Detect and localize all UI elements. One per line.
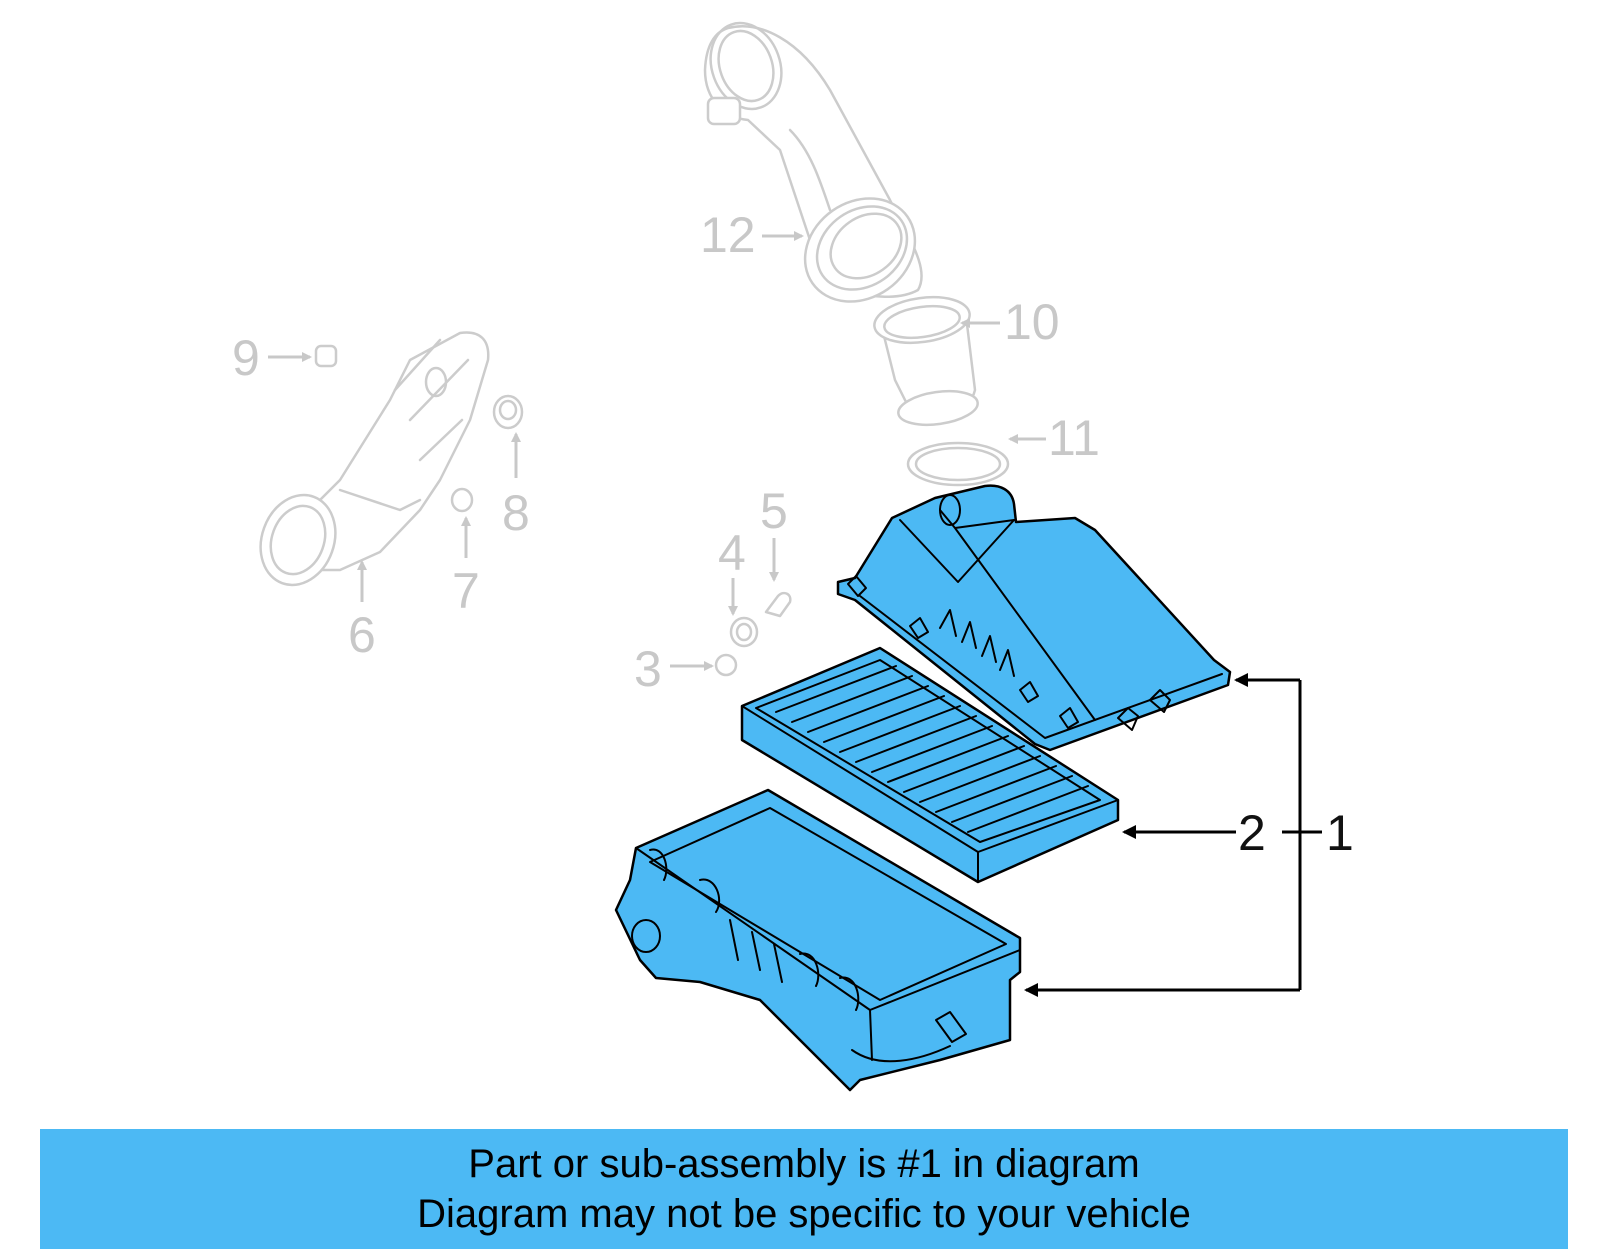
grommet-part-4 xyxy=(729,616,759,648)
disclaimer-line-1: Part or sub-assembly is #1 in diagram xyxy=(468,1142,1140,1186)
resonator-duct-part-6 xyxy=(259,331,490,587)
highlight-callouts: 2 1 xyxy=(1024,673,1354,997)
bushing-part-7 xyxy=(450,487,474,513)
label-8: 8 xyxy=(502,485,530,541)
bushing-part-3 xyxy=(714,653,738,677)
label-7: 7 xyxy=(452,563,480,619)
label-12: 12 xyxy=(700,207,756,263)
label-6: 6 xyxy=(348,607,376,663)
label-2: 2 xyxy=(1238,805,1266,861)
intake-hose-part-12 xyxy=(703,21,923,303)
air-box-cover xyxy=(836,484,1232,752)
label-10: 10 xyxy=(1004,294,1060,350)
label-11: 11 xyxy=(1048,410,1100,466)
bolt-part-5 xyxy=(764,591,792,618)
seal-ring-part-11 xyxy=(906,441,1010,487)
air-box-lower-housing xyxy=(614,788,1022,1092)
air-flow-tube-part-10 xyxy=(873,295,979,427)
ghost-callouts: 12 10 11 9 8 7 6 5 4 3 xyxy=(232,207,1100,697)
disclaimer-line-2: Diagram may not be specific to your vehi… xyxy=(417,1192,1191,1236)
label-5: 5 xyxy=(760,483,788,539)
label-3: 3 xyxy=(634,641,662,697)
diagram-disclaimer-banner: Part or sub-assembly is #1 in diagram Di… xyxy=(40,1129,1568,1249)
label-4: 4 xyxy=(718,525,746,581)
label-1: 1 xyxy=(1326,805,1354,861)
grommet-part-9 xyxy=(314,344,338,368)
label-9: 9 xyxy=(232,330,260,386)
air-filter-element-part-2 xyxy=(740,646,1120,884)
grommet-part-8 xyxy=(492,394,524,430)
